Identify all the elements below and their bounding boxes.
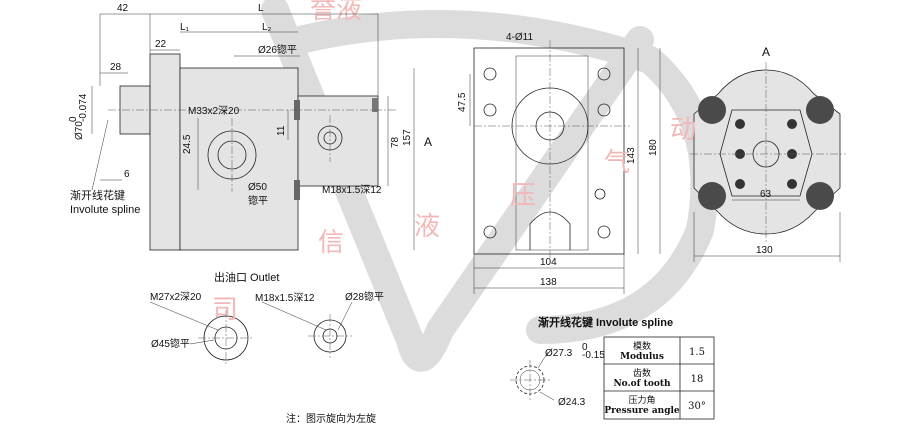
dim-m18: M18x1.5深12 <box>322 184 382 196</box>
view-A <box>690 62 846 262</box>
view-A-lug-tl <box>698 96 726 124</box>
dim-L: L <box>258 3 264 14</box>
dim-104: 104 <box>540 257 557 268</box>
watermark-char-5: 气 <box>604 148 630 178</box>
side-view <box>91 13 415 251</box>
dim-130: 130 <box>756 245 773 256</box>
front-boss <box>515 55 589 251</box>
pump-body-front <box>179 67 299 251</box>
dim-m33: M33x2深20 <box>188 105 240 117</box>
dim-d50-sub: 锪平 <box>248 194 268 207</box>
outlet-detail <box>149 301 353 366</box>
spline-label-en: Involute spline <box>70 204 140 216</box>
dim-6: 6 <box>124 169 130 180</box>
pump-body-rear <box>297 95 379 187</box>
dim-143: 143 <box>626 147 637 164</box>
spline-table <box>603 336 715 420</box>
front-slot <box>529 211 571 250</box>
watermark-char-1: 司 <box>212 295 238 325</box>
view-A-body <box>693 69 841 235</box>
outlet-d28: Ø28锪平 <box>345 290 384 303</box>
watermark-char-3: 液 <box>414 212 440 242</box>
spline-d27-tol-bot: -0.15 <box>582 350 605 361</box>
table-row-2-value: 18 <box>691 374 704 385</box>
rotation-note: 注：图示旋向为左旋 <box>286 412 376 425</box>
front-plate <box>473 47 625 255</box>
outlet-d45: Ø45锪平 <box>151 337 190 350</box>
spline-d27: Ø27.3 <box>545 348 573 359</box>
watermark-char-6: 动 <box>670 115 696 145</box>
dim-shaft-tol-top: 0 <box>68 116 79 122</box>
outlet-title: 出油口 Outlet <box>214 270 279 284</box>
dim-78: 78 <box>390 136 401 148</box>
view-A-lug-tr <box>806 96 834 124</box>
dim-24-5: 24.5 <box>182 134 193 154</box>
mounting-flange <box>149 53 181 251</box>
table-row-2-en: No.of tooth <box>613 379 671 389</box>
dim-63: 63 <box>760 189 772 200</box>
spline-d27-tol-top: 0 <box>582 342 588 353</box>
section-A-label: A <box>424 135 432 149</box>
dim-d26: Ø26锪平 <box>258 43 297 56</box>
watermark-top-text: 誉液 <box>310 0 362 25</box>
table-row-2-cn: 齿数 <box>633 367 651 379</box>
dim-157: 157 <box>402 129 413 146</box>
dim-47-5: 47.5 <box>457 92 468 112</box>
end-bolt <box>372 98 378 112</box>
dim-shaft-dia: Ø70 <box>74 121 85 140</box>
rear-bolt-bottom <box>294 180 300 200</box>
table-row-3-value: 30° <box>688 401 706 412</box>
dim-180: 180 <box>648 139 659 156</box>
spline-detail-title: 渐开线花键 Involute spline <box>538 315 673 329</box>
dim-11: 11 <box>276 125 287 136</box>
dim-138: 138 <box>540 277 557 288</box>
table-row-1-cn: 模数 <box>633 340 651 352</box>
spline-label-cn: 渐开线花键 <box>70 188 125 202</box>
watermark-char-2: 信 <box>318 228 344 258</box>
dim-holes: 4-Ø11 <box>506 32 533 43</box>
inlet-port-inner <box>217 140 247 170</box>
outlet-m27: M27x2深20 <box>150 291 202 303</box>
dim-d50: Ø50 <box>248 182 267 193</box>
outlet-m18: M18x1.5深12 <box>255 292 315 304</box>
watermark-logo <box>261 0 719 372</box>
front-view <box>469 40 661 294</box>
view-A-lug-bl <box>698 182 726 210</box>
spline-detail <box>510 336 715 420</box>
dim-L1: L₁ <box>180 22 190 33</box>
dim-L2: L₂ <box>262 22 272 33</box>
view-A-lug-br <box>806 182 834 210</box>
view-A-label: A <box>762 45 770 59</box>
dim-28: 28 <box>110 62 122 73</box>
table-row-3-cn: 压力角 <box>628 394 655 406</box>
table-row-3-en: Pressure angle <box>604 406 680 416</box>
watermark-char-4: 压 <box>510 181 536 211</box>
dim-42: 42 <box>117 3 129 14</box>
table-row-1-en: Modulus <box>620 352 664 362</box>
dim-shaft-tol-bot: -0.074 <box>78 93 89 122</box>
table-row-1-value: 1.5 <box>689 347 705 358</box>
dim-22: 22 <box>155 39 167 50</box>
spline-d24: Ø24.3 <box>558 397 586 408</box>
